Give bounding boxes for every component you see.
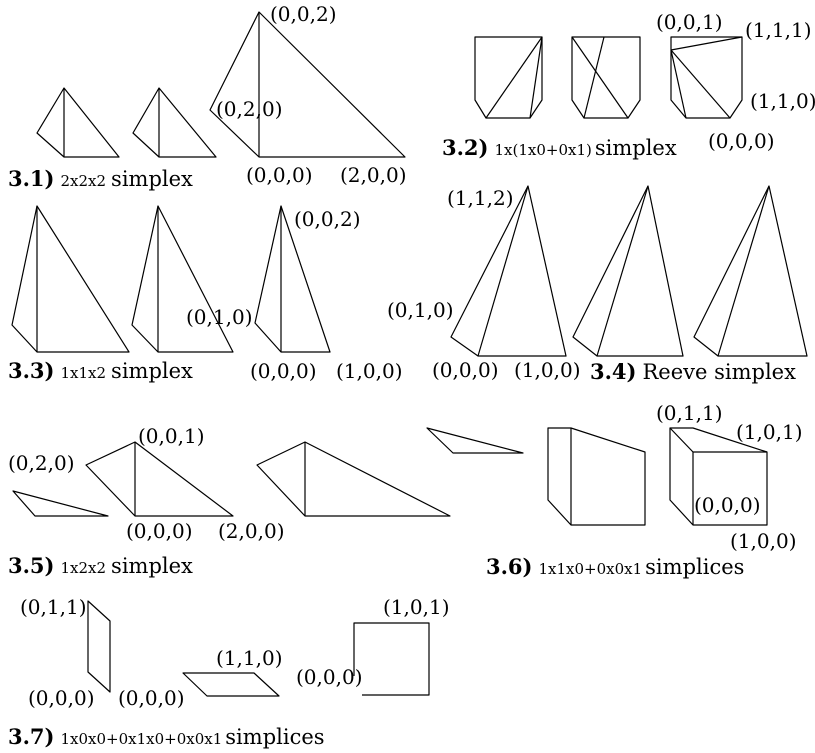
caption-3-1: 3.1) 2x2x2 simplex: [8, 166, 193, 191]
vertex-label: (0,0,1): [138, 424, 205, 448]
vertex-label: (0,1,1): [656, 401, 723, 425]
reeve-3-4-c: [693, 185, 808, 357]
vertex-label: (2,0,0): [218, 519, 285, 543]
section-3-4: (1,1,2) (0,1,0) (0,0,0) (1,0,0) 3.4)Reev…: [387, 185, 808, 384]
vertex-label: (0,0,1): [656, 10, 723, 34]
simplex-3-3-a: [11, 205, 130, 353]
caption-text: simplex: [111, 359, 193, 383]
vertex-label: (0,0,0): [250, 359, 317, 383]
caption-text: simplices: [645, 555, 744, 579]
section-3-7: (0,1,1) (0,0,0) (0,0,0) (1,1,0) (0,0,0) …: [8, 595, 450, 749]
caption-dims: 1x1x0+0x0x1: [538, 560, 642, 578]
prism-3-2-a: [474, 36, 543, 119]
reeve-3-4-b: [572, 185, 684, 357]
simplex-3-5-c: [256, 441, 451, 517]
vertex-label: (0,0,0): [118, 686, 185, 710]
vertex-label: (0,0,2): [270, 2, 337, 26]
caption-3-4: 3.4)Reeve simplex: [590, 359, 796, 384]
vertex-label: (1,0,0): [336, 359, 403, 383]
vertex-label: (0,0,0): [246, 163, 313, 187]
caption-text: simplex: [595, 136, 677, 160]
vertex-label: (0,0,0): [708, 129, 775, 153]
simplex-3-1-c: [209, 11, 406, 158]
open-square-3-7-c: [353, 622, 430, 696]
prism-3-6-c: [669, 427, 768, 526]
vertex-label: (0,2,0): [8, 451, 75, 475]
caption-number: 3.7): [8, 724, 54, 749]
caption-3-5: 3.5) 1x2x2 simplex: [8, 553, 193, 578]
section-3-3: (0,0,2) (0,1,0) (0,0,0) (1,0,0) 3.3) 1x1x…: [8, 205, 403, 383]
caption-number: 3.2): [442, 135, 488, 160]
caption-number: 3.5): [8, 553, 54, 578]
flat-triangle-3-6-a: [426, 427, 524, 454]
vertex-label: (1,0,1): [383, 595, 450, 619]
section-3-1: (0,0,2) (0,2,0) (0,0,0) (2,0,0) 3.1) 2x2x…: [8, 2, 407, 191]
caption-text: simplex: [111, 554, 193, 578]
vertex-label: (1,0,0): [514, 358, 581, 382]
reeve-3-4-a: [450, 185, 567, 357]
caption-dims: 1x(1x0+0x1): [494, 141, 591, 159]
section-3-5: (0,0,1) (0,2,0) (0,0,0) (2,0,0) 3.5) 1x2x…: [8, 424, 451, 578]
vertex-label: (1,1,0): [216, 646, 283, 670]
vertex-label: (0,1,0): [186, 305, 253, 329]
vertex-label: (0,0,0): [694, 493, 761, 517]
vertex-label: (0,1,0): [387, 298, 454, 322]
vertex-label: (2,0,0): [340, 163, 407, 187]
caption-text: simplices: [225, 725, 324, 749]
simplex-3-1-a: [36, 87, 120, 158]
vertex-label: (1,1,0): [750, 89, 815, 113]
simplex-3-3-b: [131, 205, 234, 353]
caption-number: 3.4): [590, 359, 636, 384]
flat-triangle-3-5-a: [12, 490, 109, 517]
simplex-3-1-b: [132, 87, 217, 158]
caption-dims: 1x0x0+0x1x0+0x0x1: [60, 730, 222, 748]
vertex-label: (1,1,2): [447, 186, 514, 210]
caption-number: 3.1): [8, 166, 54, 191]
caption-dims: 1x1x2: [60, 364, 106, 382]
vertex-label: (1,0,0): [730, 529, 797, 553]
vertex-label: (0,0,0): [296, 665, 363, 689]
vertex-label: (0,1,1): [20, 595, 87, 619]
prism-3-2-c: [670, 36, 743, 119]
caption-text: simplex: [111, 167, 193, 191]
simplex-3-3-c: [254, 205, 331, 353]
section-3-2: (0,0,1) (1,1,1) (1,1,0) (0,0,0) 3.2) 1x(1…: [442, 10, 815, 160]
vertex-label: (1,0,1): [736, 420, 803, 444]
section-3-6: (0,1,1) (1,0,1) (0,0,0) (1,0,0) 3.6) 1x1x…: [426, 401, 803, 579]
caption-number: 3.6): [486, 554, 532, 579]
caption-dims: 1x2x2: [60, 559, 106, 577]
parallelogram-3-7-b: [182, 672, 280, 697]
vertex-label: (0,0,0): [28, 686, 95, 710]
caption-3-2: 3.2) 1x(1x0+0x1)simplex: [442, 135, 677, 160]
parallelogram-3-7-a: [87, 600, 111, 693]
caption-number: 3.3): [8, 358, 54, 383]
vertex-label: (0,0,0): [126, 519, 193, 543]
simplex-3-5-b: [85, 441, 234, 517]
caption-dims: 2x2x2: [60, 172, 106, 190]
vertex-label: (0,2,0): [216, 97, 283, 121]
caption-3-3: 3.3) 1x1x2 simplex: [8, 358, 193, 383]
prism-3-2-b: [571, 36, 641, 119]
caption-text: Reeve simplex: [642, 360, 796, 384]
vertex-label: (0,0,2): [294, 207, 361, 231]
vertex-label: (1,1,1): [745, 18, 812, 42]
prism-3-6-b: [547, 427, 646, 526]
vertex-label: (0,0,0): [432, 358, 499, 382]
